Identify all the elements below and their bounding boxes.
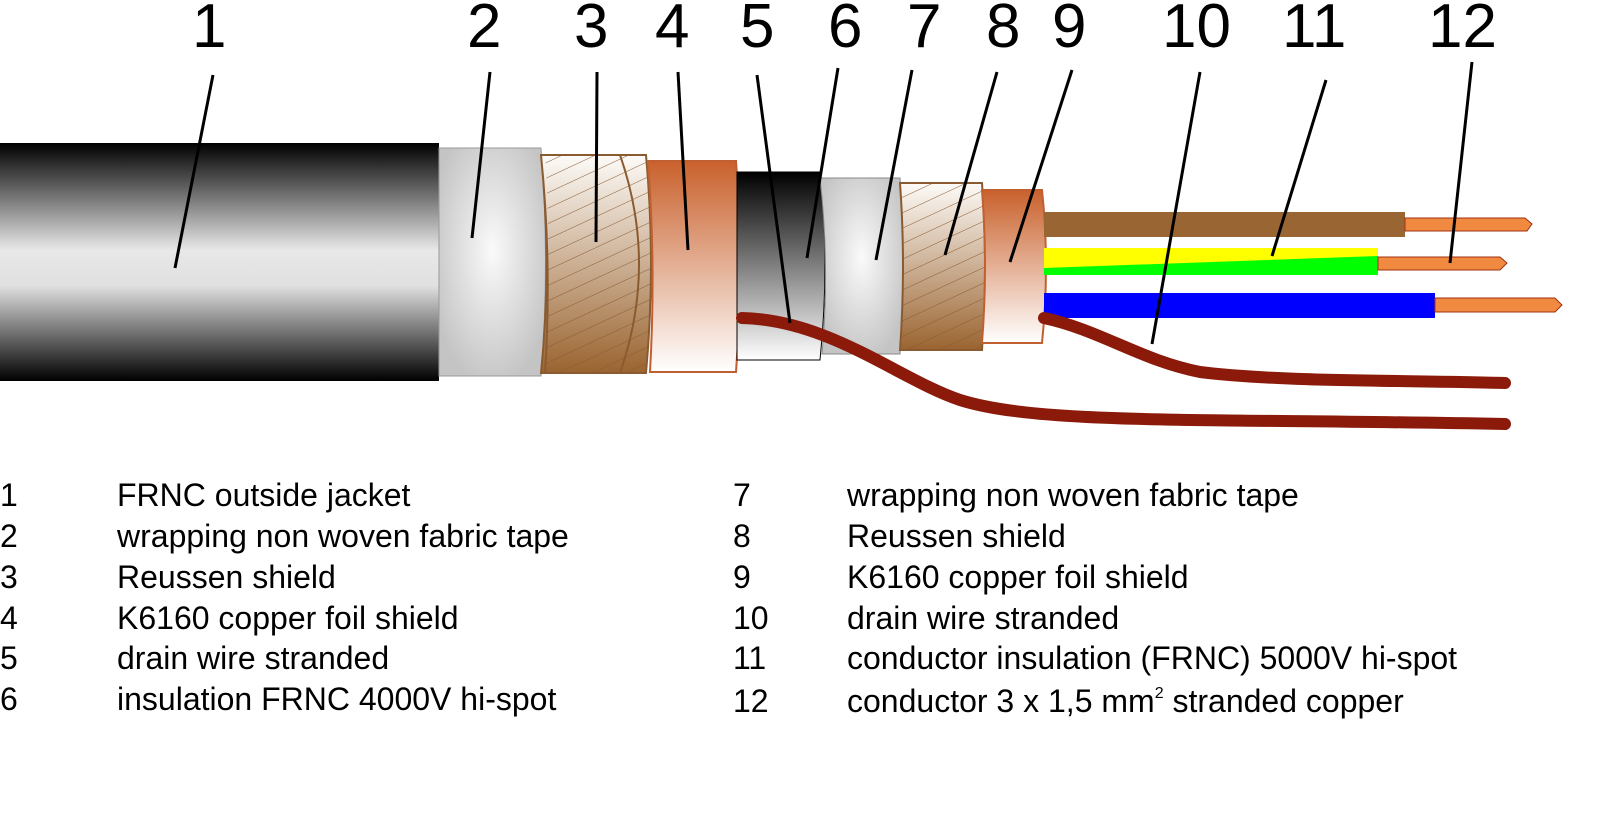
callout-5: 5 [740,0,774,61]
conductor-blue [1044,293,1435,318]
legend-num: 11 [733,640,766,676]
legend-text: conductor 3 x 1,5 mm2 stranded copper [847,683,1404,719]
legend-text: K6160 copper foil shield [117,600,459,636]
callout-9: 9 [1052,0,1086,61]
legend-text: drain wire stranded [847,600,1119,636]
drain-wire-inner [1038,312,1511,389]
legend-num: 2 [0,518,18,554]
legend-text: Reussen shield [847,518,1066,554]
copper-tip-blue [1434,297,1563,313]
legend-text: FRNC outside jacket [117,477,411,513]
legend-num: 10 [733,600,769,636]
legend-num: 8 [733,518,751,554]
legend-num: 4 [0,600,18,636]
legend-text-main: conductor 3 x 1,5 mm [847,683,1155,719]
legend-text: wrapping non woven fabric tape [116,518,569,554]
legend-num: 9 [733,559,751,595]
callout-4: 4 [655,0,689,61]
legend-text: Reussen shield [117,559,336,595]
copper-foil-inner [980,189,1047,344]
legend-num: 5 [0,640,18,676]
reussen-hatch-inner [900,183,985,350]
legend-text: conductor insulation (FRNC) 5000V hi-spo… [847,640,1457,676]
fabric-tape-outer [438,147,546,377]
legend-superscript: 2 [1155,685,1164,702]
callout-2: 2 [467,0,501,61]
drain-wire-outer [736,312,1511,430]
callout-6: 6 [828,0,862,61]
outside-jacket [0,143,439,381]
reussen-hatch-outer [545,155,651,373]
legend-text: drain wire stranded [117,640,389,676]
legend-num: 3 [0,559,18,595]
callout-11: 11 [1282,0,1346,61]
leader-lines [173,61,1474,345]
legend: 1 FRNC outside jacket 2 wrapping non wov… [0,477,1457,719]
callout-10: 10 [1162,0,1231,61]
callout-1: 1 [192,0,226,61]
conductor-brown [1044,212,1405,237]
callout-12: 12 [1428,0,1497,61]
legend-num: 7 [733,477,751,513]
callout-3: 3 [574,0,608,61]
legend-num: 12 [733,683,769,719]
legend-num: 1 [0,477,18,513]
legend-text-after: stranded copper [1164,683,1405,719]
copper-foil-outer [646,160,741,373]
legend-num: 6 [0,681,18,717]
copper-tip-brown [1404,217,1533,232]
fabric-tape-inner [819,177,904,355]
legend-text: insulation FRNC 4000V hi-spot [117,681,556,717]
conductor-yellow-stripe [1044,248,1378,268]
legend-text: K6160 copper foil shield [847,559,1189,595]
legend-text: wrapping non woven fabric tape [846,477,1299,513]
copper-tip-yellow-green [1377,256,1508,271]
callout-7: 7 [907,0,941,61]
callout-numbers: 1 2 3 4 5 6 7 8 9 10 11 12 [192,0,1497,61]
callout-8: 8 [986,0,1020,61]
